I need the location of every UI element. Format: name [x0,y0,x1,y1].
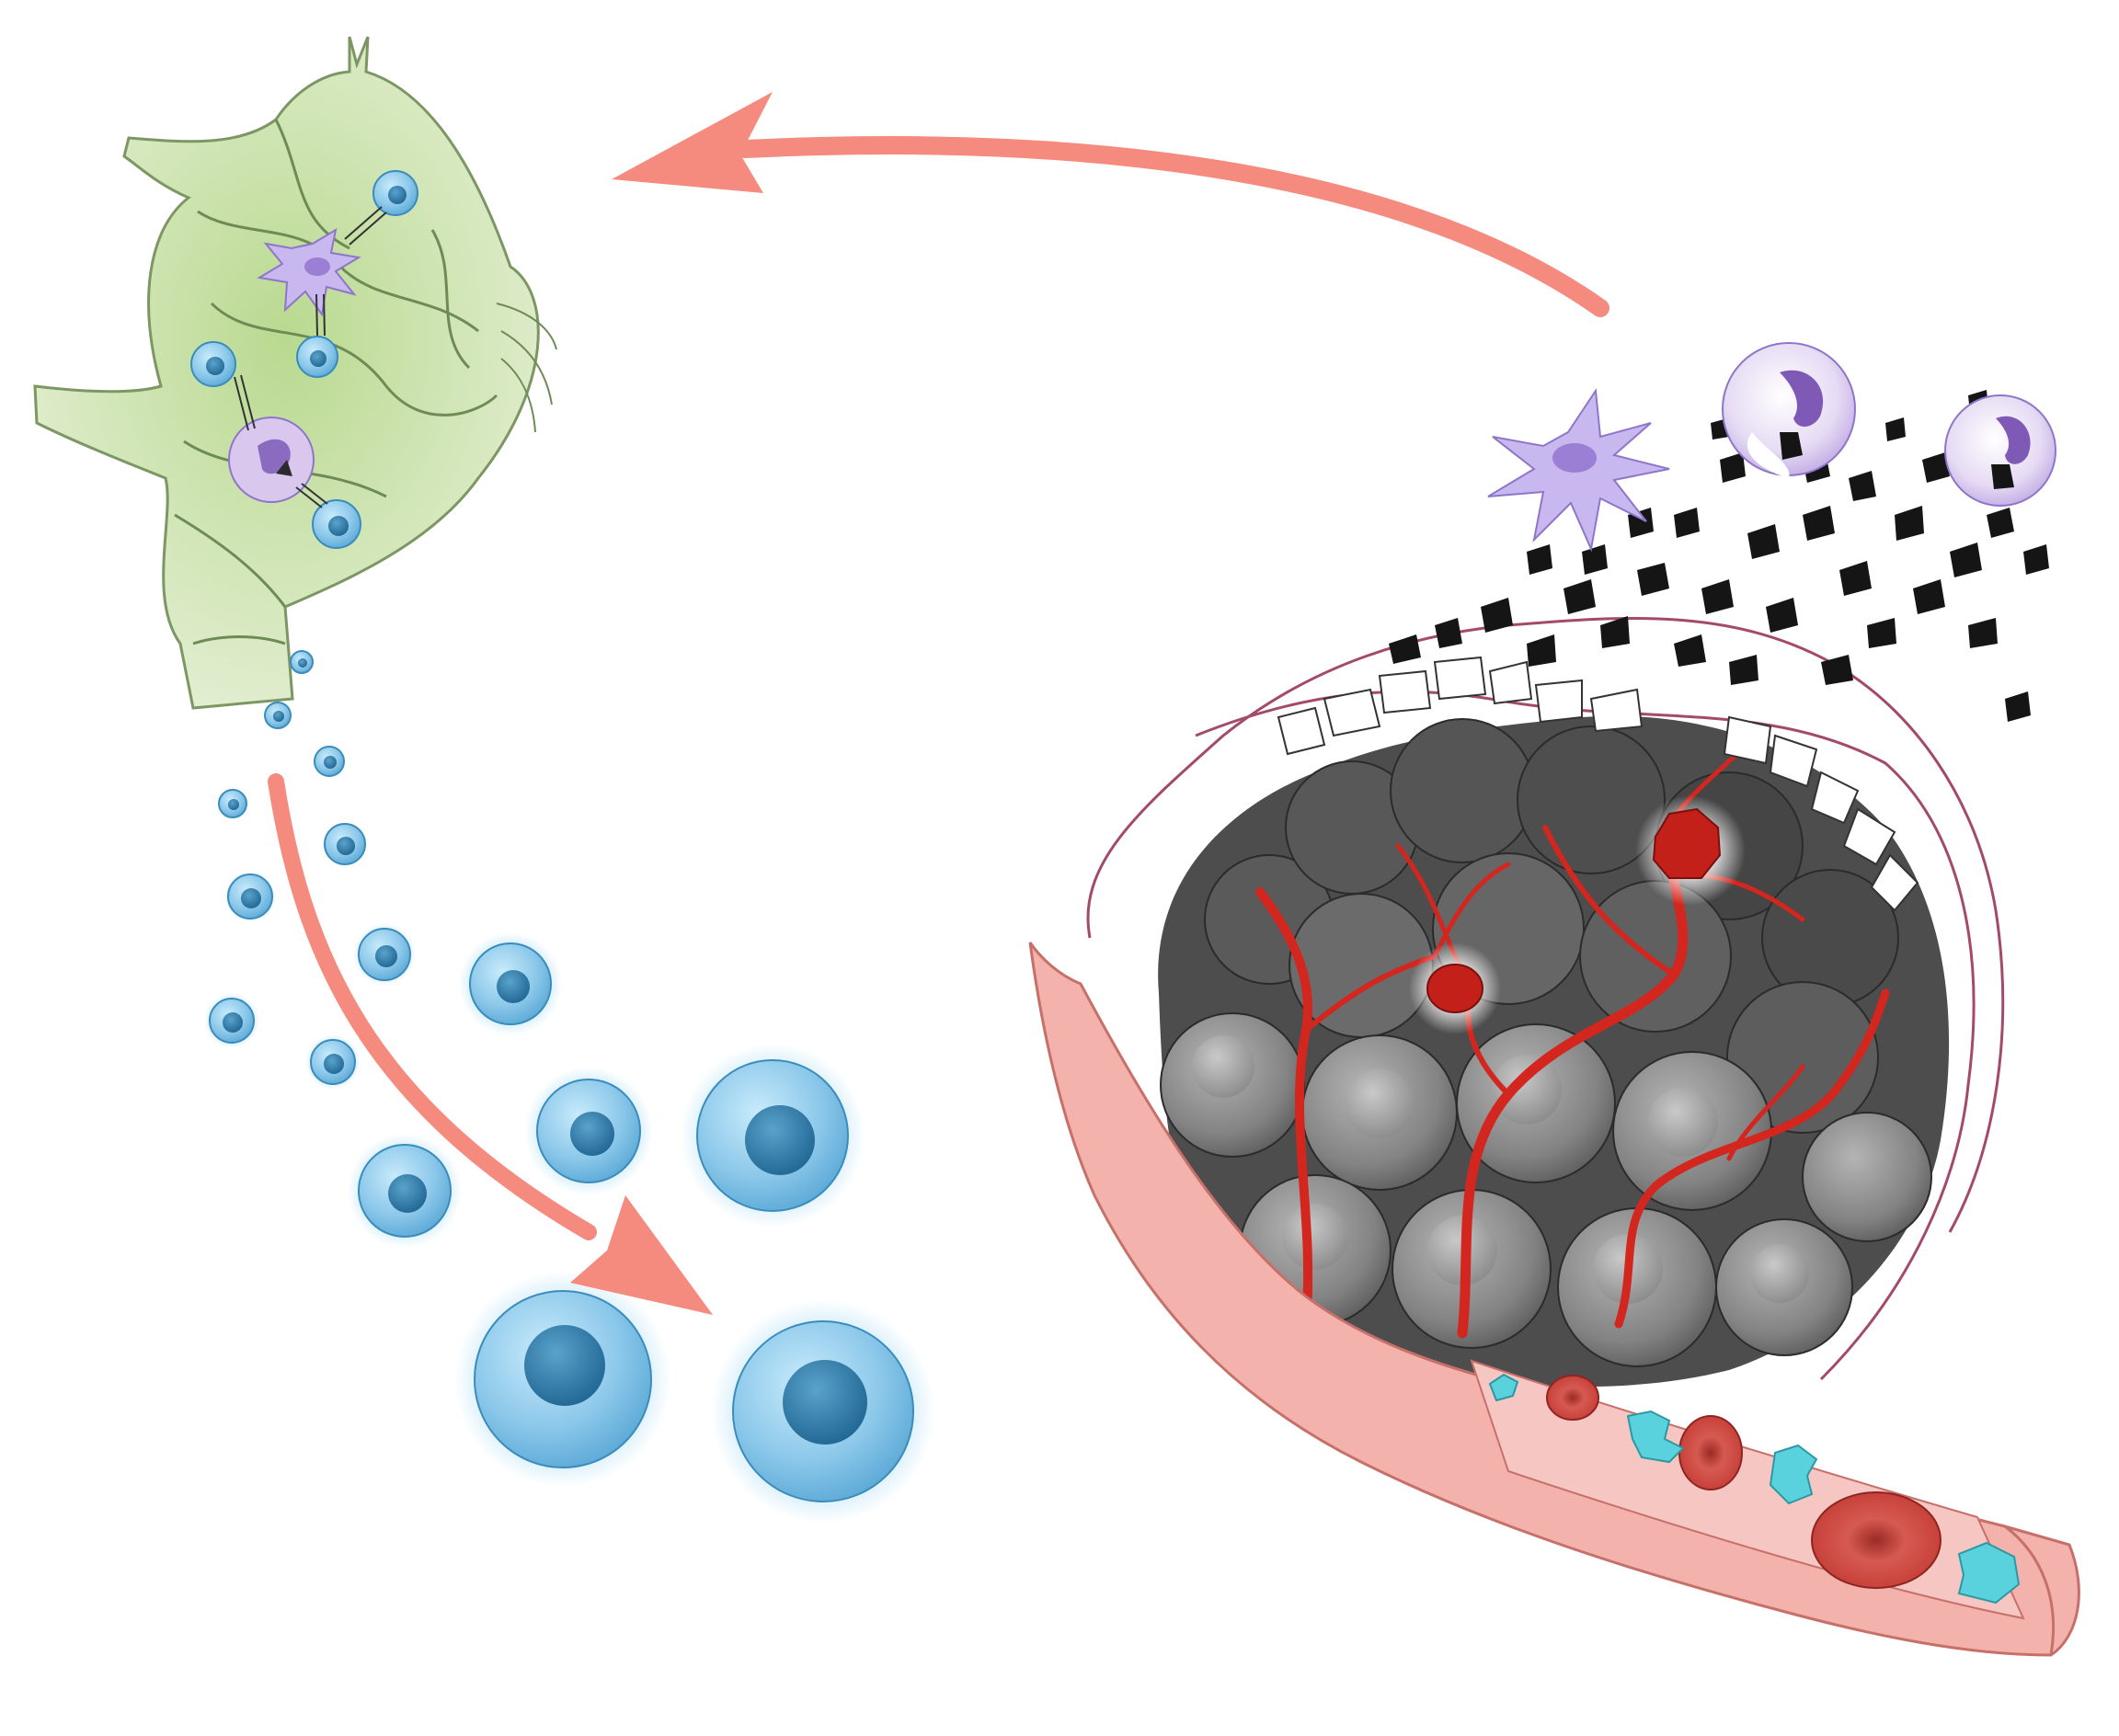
t-cell-icon [290,650,314,674]
macrophage-icon [1722,342,1856,478]
red-blood-cell-icon [1811,1491,1941,1589]
red-blood-cell-icon [1678,1415,1743,1490]
antigen-transport-arrow [612,92,1609,317]
lymph-node-icon [33,36,557,710]
fragmented-tumor-edge [1277,656,1919,912]
t-cell-icon [314,746,345,777]
t-cell-migration-arrow [268,773,713,1315]
tumor-mass-icon [1086,616,2005,1388]
t-cell-icon [305,1034,361,1090]
t-cell-icon [524,1067,653,1195]
t-cell-icon [353,923,416,986]
arrow-icon [612,92,773,193]
macrophage-icon [1944,394,2056,507]
t-cell-icon [711,1299,935,1524]
t-cell-icon [312,499,361,549]
t-cell-icon [372,170,418,216]
arrow-icon [570,1195,713,1315]
t-cell-icon [348,1134,462,1248]
immune-synapse [234,206,387,508]
t-cell-icon [296,336,338,378]
blood-vessel-icon [1028,942,2080,1657]
t-cell-icon [224,871,276,922]
t-cell-icon [218,789,247,818]
released-t-cells [204,650,935,1524]
dendritic-cell-icon [257,227,361,317]
macrophage-icon [228,417,315,503]
t-cell-icon [459,932,562,1035]
circulating-tumor-cell-icon [1488,1373,2021,1605]
t-cell-icon [204,993,259,1048]
t-cell-icon [681,1044,865,1228]
red-blood-cell-icon [1546,1375,1599,1421]
t-cell-icon [190,341,236,387]
t-cell-icon [454,1271,671,1488]
dendritic-cell-icon [1487,388,1670,553]
t-cell-icon [264,702,292,729]
tumor-cells [1160,718,1932,1367]
t-cell-icon [324,823,366,865]
